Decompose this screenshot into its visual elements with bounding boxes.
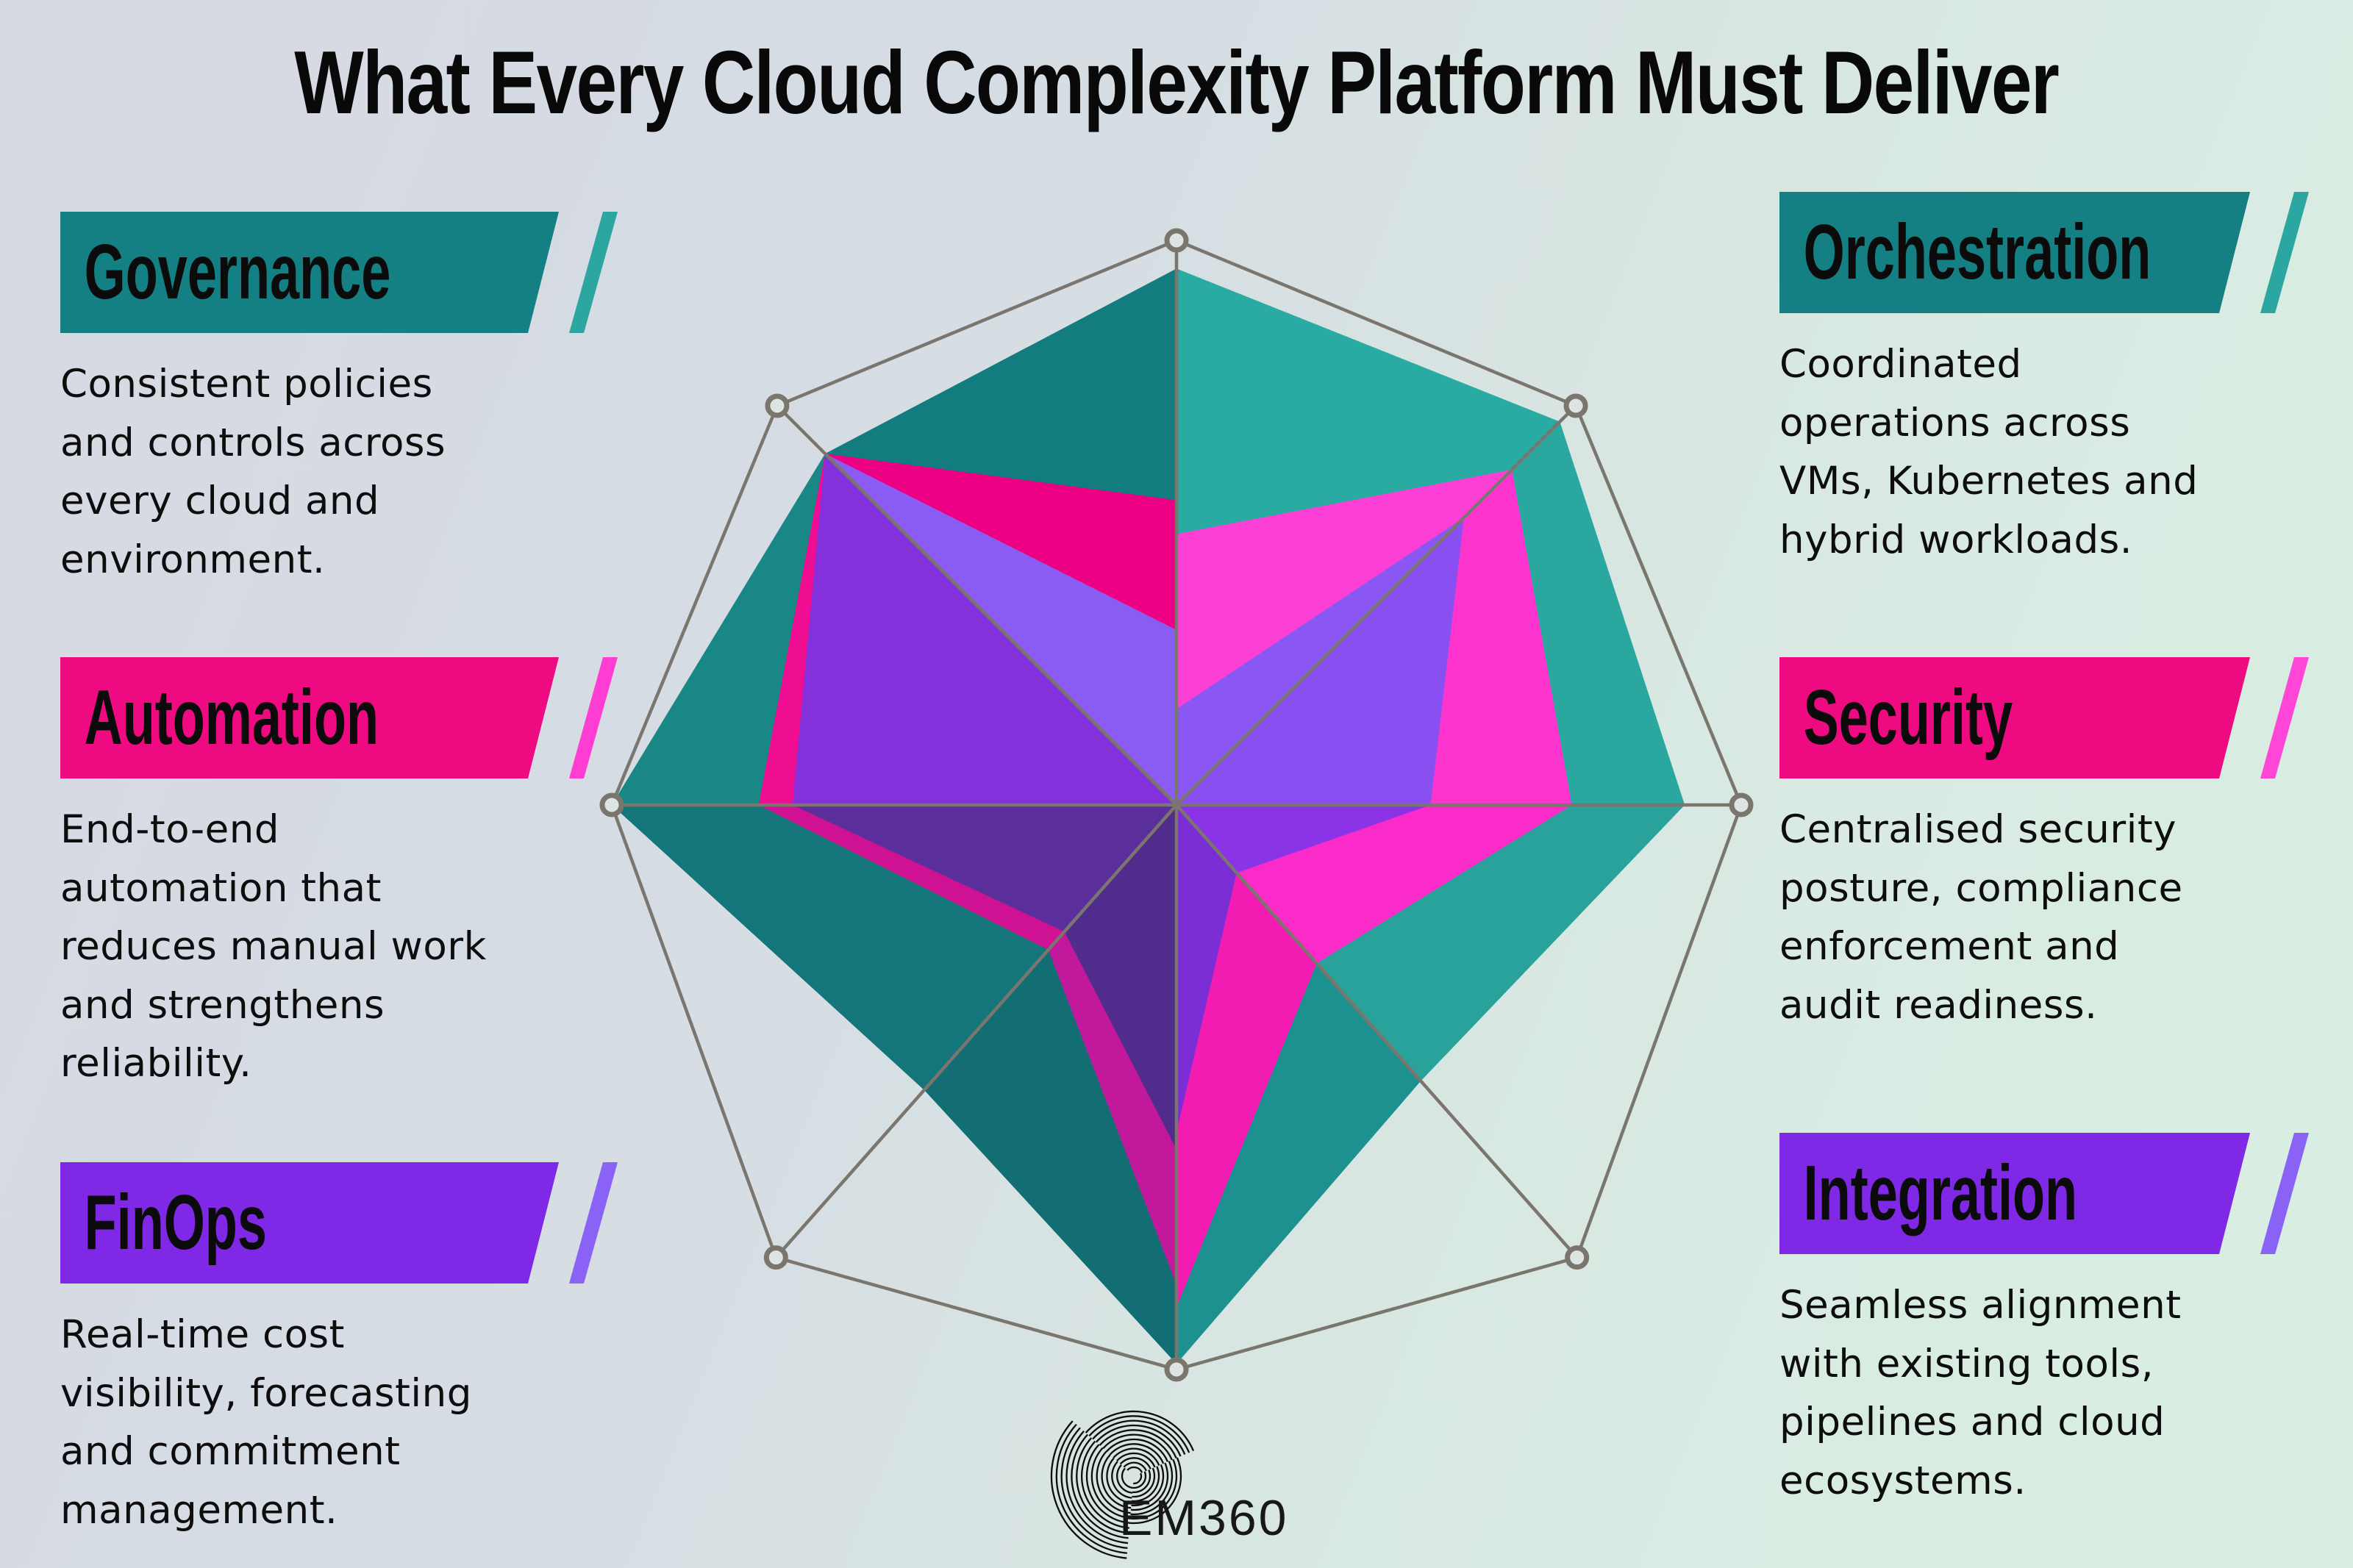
orchestration-description: Coordinated operations across VMs, Kuber… (1779, 342, 2199, 562)
security-banner-label: Security (1803, 674, 2013, 761)
em360-logo-icon (1105, 1438, 1169, 1462)
radar-spoke (1175, 404, 1577, 806)
em360-logo-icon (1085, 1444, 1130, 1524)
radar-vertex-marker (1563, 393, 1588, 418)
governance-description: Consistent policies and controls across … (60, 362, 446, 582)
section-orchestration: Orchestration Coordinated operations acr… (1779, 192, 2309, 569)
em360-logo-icon (1106, 1457, 1132, 1504)
radar-facet-purple (792, 805, 1176, 932)
em360-logo-icon (1130, 1462, 1169, 1511)
em360-logo-icon (1081, 1440, 1129, 1529)
em360-logo-icon (1101, 1454, 1132, 1509)
em360-logo-icon (1132, 1469, 1151, 1494)
em360-logo-icon (1126, 1466, 1143, 1473)
em360-logo-icon (1131, 1464, 1165, 1507)
page-title-text: What Every Cloud Complexity Platform Mus… (294, 32, 2060, 132)
em360-logo-icon (1116, 1452, 1156, 1468)
governance-banner: Governance (60, 212, 559, 333)
security-description: Centralised security posture, compliance… (1779, 807, 2183, 1028)
em360-logo-icon (1096, 1450, 1131, 1514)
finops-banner: FinOps (60, 1162, 559, 1284)
em360-logo-icon (1131, 1466, 1160, 1503)
radar-vertex-marker (1729, 792, 1754, 817)
em360-logo-icon (1099, 1429, 1177, 1458)
finops-banner-label: FinOps (84, 1179, 267, 1266)
section-automation: Automation End-to-end automation that re… (60, 657, 618, 1093)
radar-vertex-marker (1565, 1245, 1590, 1270)
em360-logo-icon (1055, 1423, 1127, 1554)
em360-logo-icon (1129, 1457, 1182, 1525)
radar-facet-purple (792, 454, 1176, 805)
radar-spoke (774, 803, 1178, 1259)
orchestration-banner: Orchestration (1779, 192, 2250, 313)
em360-logo-icon (1111, 1461, 1132, 1499)
em360-logo-icon (1088, 1415, 1190, 1453)
orchestration-banner-label: Orchestration (1803, 209, 2152, 296)
em360-logo-text: EM360 (1119, 1490, 1289, 1546)
radar-vertex-marker (1164, 1357, 1189, 1382)
em360-logo-icon (1109, 1443, 1165, 1464)
section-integration: Integration Seamless alignment with exis… (1779, 1133, 2309, 1510)
integration-banner: Integration (1779, 1133, 2250, 1254)
radar-vertex-marker (765, 393, 790, 418)
em360-logo-icon (1065, 1431, 1129, 1544)
radar-spoke (776, 404, 1178, 806)
radar-vertex-marker (763, 1245, 788, 1270)
em360-logo-icon (1116, 1464, 1133, 1494)
section-finops: FinOps Real-time cost visibility, foreca… (60, 1162, 618, 1539)
em360-logo-icon (1102, 1433, 1173, 1461)
em360-logo-icon (1092, 1420, 1186, 1456)
automation-banner: Automation (60, 657, 559, 778)
em360-logo-icon (1090, 1447, 1131, 1519)
em360-logo-icon (1132, 1467, 1156, 1498)
em360-logo-icon (1060, 1427, 1128, 1550)
em360-logo-icon (1130, 1461, 1174, 1516)
radar-facet-purple (1176, 805, 1237, 1133)
em360-logo-icon (1071, 1433, 1129, 1539)
em360-logo-icon (1095, 1424, 1182, 1457)
integration-banner-label: Integration (1803, 1150, 2078, 1236)
section-security: Security Centralised security posture, c… (1779, 657, 2309, 1034)
radar-vertex-marker (599, 792, 624, 817)
finops-description: Real-time cost visibility, forecasting a… (60, 1312, 472, 1533)
automation-banner-label: Automation (84, 674, 379, 761)
radar-spoke (1175, 803, 1579, 1259)
page-title: What Every Cloud Complexity Platform Mus… (0, 31, 2353, 134)
em360-logo-icon (1113, 1447, 1160, 1466)
section-governance: Governance Consistent policies and contr… (60, 212, 618, 589)
em360-logo-icon (1132, 1471, 1147, 1489)
automation-description: End-to-end automation that reduces manua… (60, 807, 487, 1086)
em360-logo-icon (1076, 1437, 1129, 1534)
integration-description: Seamless alignment with existing tools, … (1779, 1283, 2182, 1503)
radar-vertex-marker (1164, 228, 1189, 253)
governance-banner-label: Governance (84, 229, 391, 315)
em360-logo-icon (1133, 1472, 1143, 1485)
em360-logo-icon (1050, 1420, 1127, 1559)
em360-logo-icon (1121, 1467, 1133, 1489)
em360-logo-icon (1085, 1410, 1195, 1452)
em360-logo-icon (1123, 1461, 1147, 1472)
em360-logo-icon (1129, 1458, 1178, 1520)
security-banner: Security (1779, 657, 2250, 778)
radar-facet-purple (1064, 805, 1176, 1150)
em360-logo-icon (1119, 1457, 1151, 1469)
radar-facet-purple (1176, 805, 1431, 873)
